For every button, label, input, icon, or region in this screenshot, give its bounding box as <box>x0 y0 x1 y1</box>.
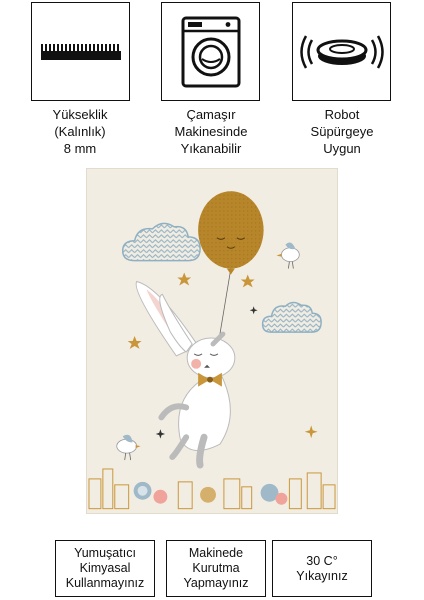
stars-decoration <box>127 272 318 439</box>
washing-label: Çamaşır Makinesinde Yıkanabilir <box>174 107 248 156</box>
thickness-feature-box <box>31 2 130 101</box>
wash-temperature-label: 30 C° Yıkayınız <box>272 540 372 597</box>
cloud-left-icon <box>121 222 201 262</box>
city-skyline-decoration <box>88 468 336 510</box>
balloon-icon <box>198 191 264 358</box>
trees-decoration <box>133 481 288 505</box>
bird-top-icon <box>276 242 300 269</box>
thickness-label: Yükseklik (Kalınlık) 8 mm <box>52 107 108 156</box>
bird-bottom-icon <box>116 434 141 461</box>
robot-feature-box <box>292 2 391 101</box>
bunny-balloon-illustration <box>88 191 336 510</box>
bunny-icon <box>135 280 236 469</box>
no-dryer-label: Makinede Kurutma Yapmayınız <box>166 540 266 597</box>
robot-vacuum-icon <box>299 34 384 69</box>
cloud-right-icon <box>261 301 322 333</box>
robot-label: Robot Süpürgeye Uygun <box>310 107 374 156</box>
no-softener-label: Yumuşatıcı Kimyasal Kullanmayınız <box>55 540 155 597</box>
rug-product-image <box>86 168 338 514</box>
washing-feature-box <box>161 2 260 101</box>
washing-machine-icon <box>181 16 240 87</box>
rug-thickness-icon <box>40 43 121 60</box>
